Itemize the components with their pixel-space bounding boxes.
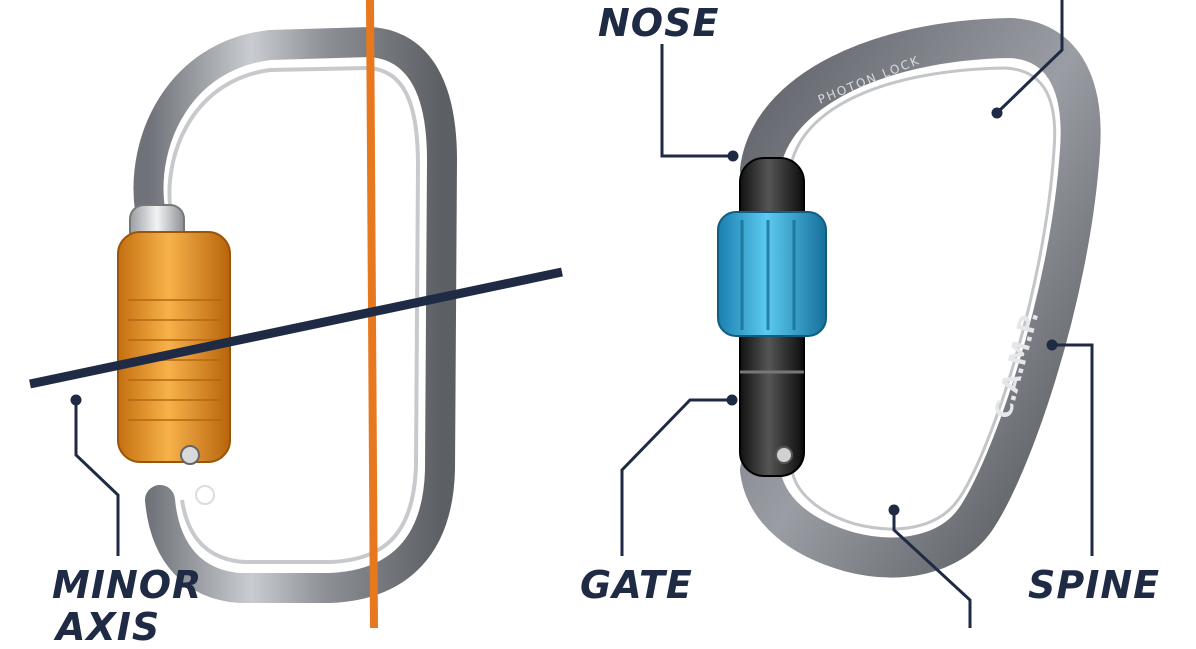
right-carabiner-body	[740, 18, 1101, 578]
left-carabiner-inner-groove	[167, 65, 421, 564]
basket-bottom-leader	[888, 504, 972, 628]
left-lock-sleeve	[117, 231, 231, 463]
minor-axis-label-line1: MINOR	[52, 563, 203, 607]
basket-leader	[991, 0, 1064, 119]
nose-leader	[660, 44, 739, 162]
gate-leader	[620, 394, 738, 556]
minor-axis-line	[29, 267, 563, 389]
right-carabiner: PHOTON LOCK C.A.M.P.	[717, 18, 1101, 578]
minor-axis-label-line2: AXIS	[56, 605, 161, 649]
right-lock-sleeve	[717, 211, 827, 337]
minor-axis-leader	[70, 394, 120, 556]
right-gate-rivet	[775, 446, 793, 464]
nose-label: NOSE	[598, 1, 720, 45]
right-lock-sleeve-ridges	[740, 220, 796, 330]
spine-leader	[1046, 339, 1094, 556]
gate-label: GATE	[580, 563, 693, 607]
left-gate-rivet	[180, 445, 200, 465]
spine-label: SPINE	[1028, 563, 1161, 607]
right-carabiner-inner-edge	[788, 66, 1057, 531]
left-carabiner-body	[133, 26, 458, 603]
left-carabiner	[117, 26, 458, 603]
left-logo-mark	[195, 485, 215, 505]
carabiner-diagram: PHOTON LOCK C.A.M.P.	[29, 0, 1101, 628]
